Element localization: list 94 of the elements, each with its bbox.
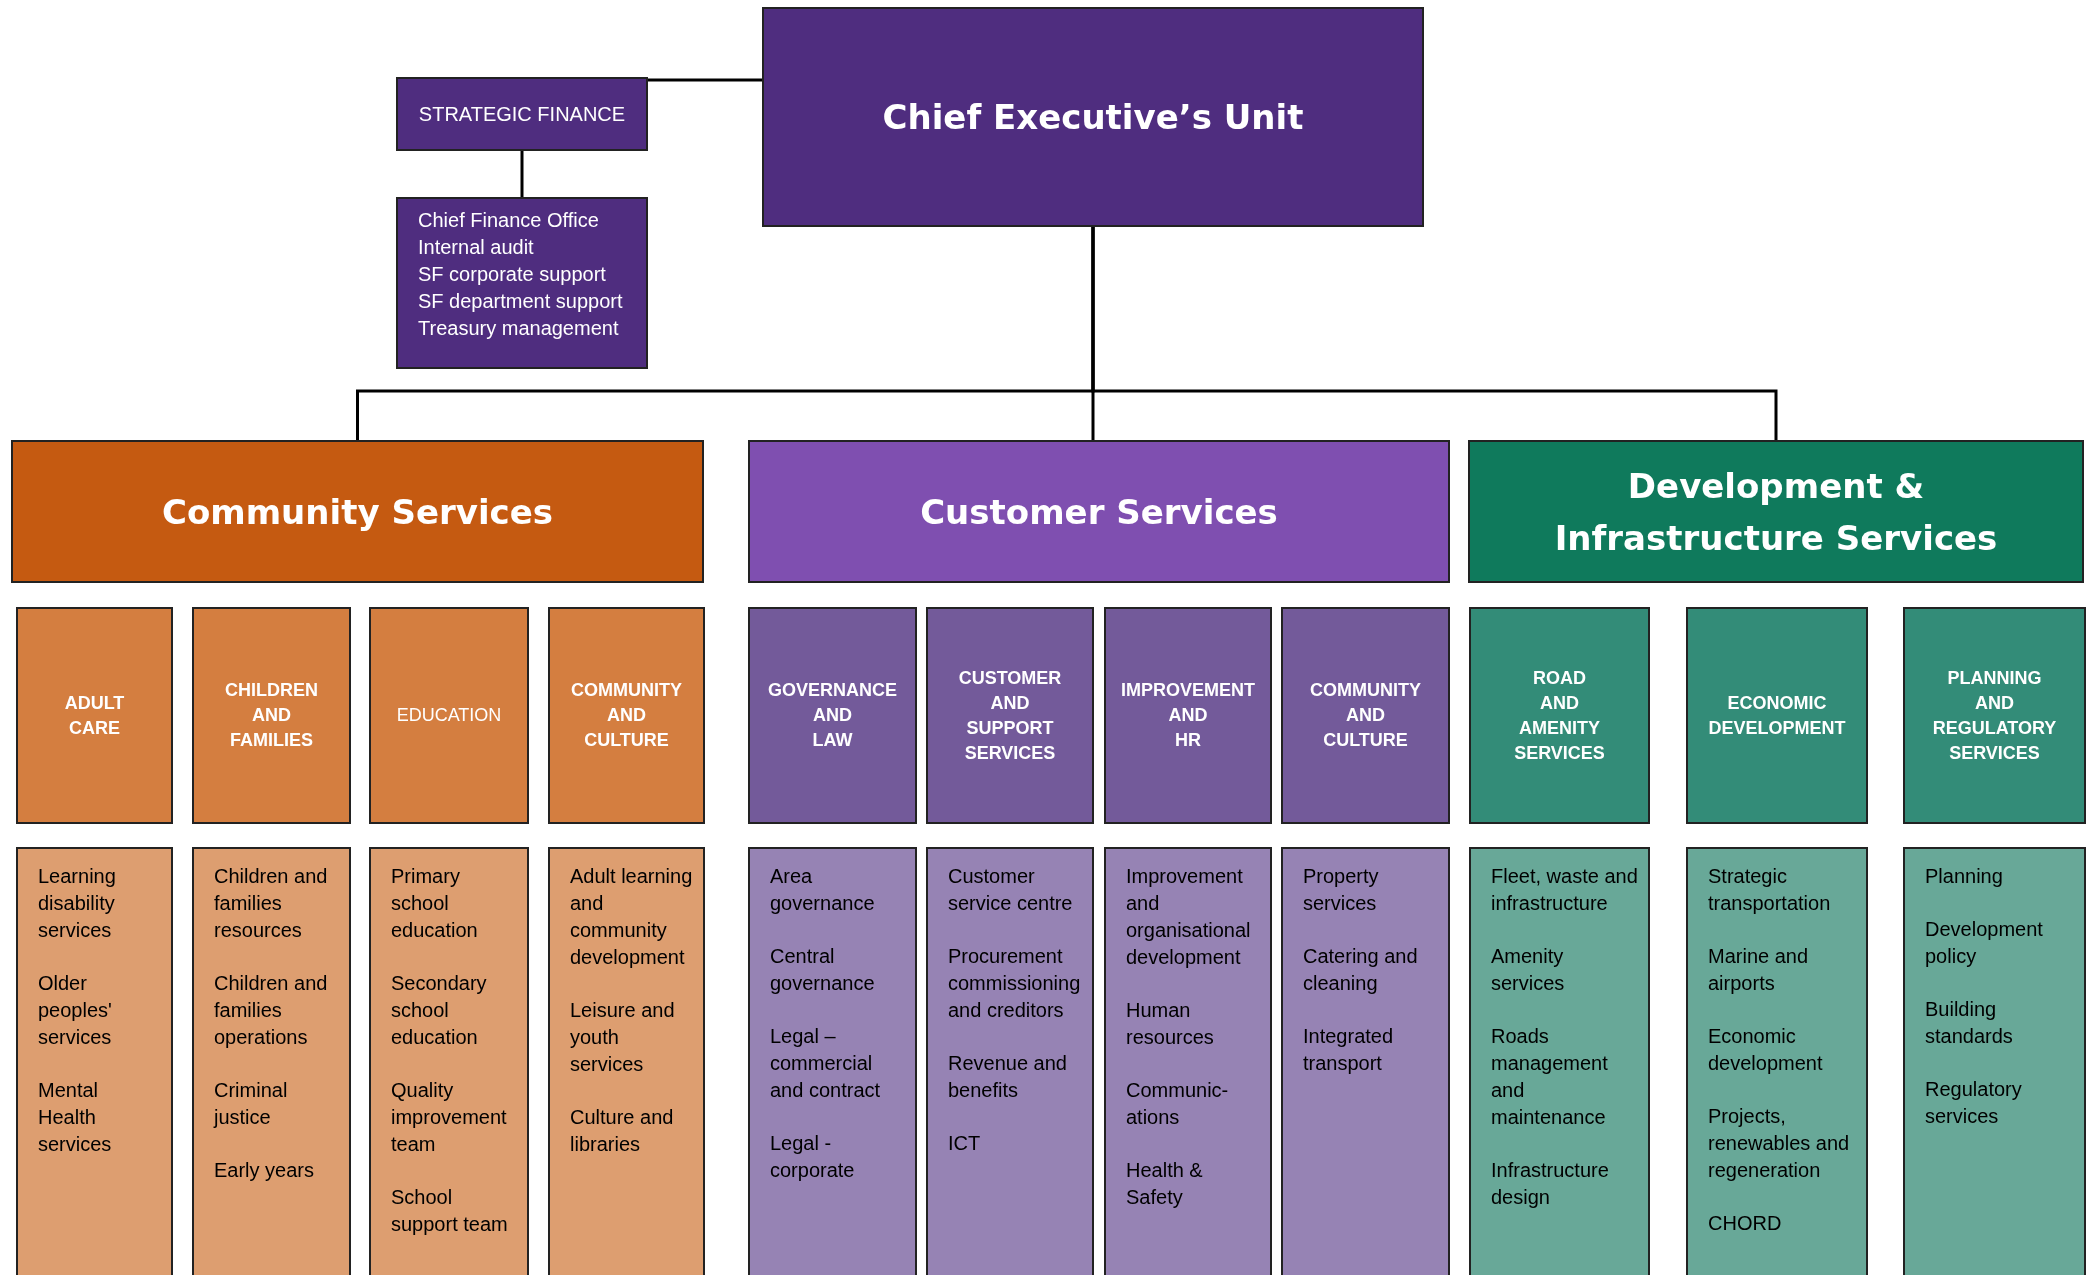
service-item: Property services — [1303, 864, 1380, 916]
service-item: Integrated transport — [1303, 1024, 1395, 1076]
service-area-box — [192, 607, 351, 824]
service-item: Marine and airports — [1708, 944, 1810, 996]
service-item: Adult learning and community development — [570, 864, 693, 970]
service-item: Roads management and maintenance — [1491, 1024, 1609, 1130]
department-box — [748, 440, 1450, 583]
service-item: CHORD — [1708, 1211, 1783, 1236]
service-item: Quality improvement team — [391, 1078, 508, 1157]
service-item: School support team — [391, 1185, 509, 1237]
service-item: Communic-ations — [1126, 1078, 1230, 1130]
service-item: Catering and cleaning — [1303, 944, 1419, 996]
service-area-box — [1104, 607, 1272, 824]
department-box — [1468, 440, 2084, 583]
function-item: Internal audit — [418, 235, 535, 260]
service-area-box — [548, 607, 705, 824]
service-area-box — [926, 607, 1094, 824]
service-item: Central governance — [770, 944, 876, 996]
service-item: Economic development — [1708, 1024, 1824, 1076]
service-item: Health & Safety — [1126, 1158, 1204, 1210]
department-title: Development & Infrastructure Services — [1553, 464, 1999, 560]
service-area-box — [1281, 607, 1450, 824]
service-list-box — [1469, 847, 1650, 1275]
service-item: Regulatory services — [1925, 1077, 2023, 1129]
service-area-title: IMPROVEMENT AND HR — [1120, 679, 1256, 752]
unit-box — [762, 7, 1424, 227]
service-list-box — [16, 847, 173, 1275]
service-area-title: ADULT CARE — [63, 691, 126, 740]
service-item: Legal - corporate — [770, 1131, 856, 1183]
connector-line — [648, 78, 762, 82]
service-list-box — [1104, 847, 1272, 1275]
service-list-box — [192, 847, 351, 1275]
service-area-title: CHILDREN AND FAMILIES — [224, 679, 319, 752]
service-item: Strategic transportation — [1708, 864, 1832, 916]
unit-title: Chief Executive’s Unit — [881, 96, 1305, 139]
service-item: Procurement commissioning and creditors — [948, 944, 1082, 1023]
service-area-title: EDUCATION — [395, 704, 503, 727]
service-list-box — [369, 847, 529, 1275]
department-title: Community Services — [160, 490, 555, 534]
service-area-title: ROAD AND AMENITY SERVICES — [1513, 666, 1606, 765]
service-list-box — [926, 847, 1094, 1275]
service-item: Infrastructure design — [1491, 1158, 1610, 1210]
service-list-box — [1686, 847, 1868, 1275]
service-item: Mental Health services — [38, 1078, 113, 1157]
service-item: Projects, renewables and regeneration — [1708, 1104, 1851, 1183]
service-item: Children and families operations — [214, 971, 329, 1050]
unit-box — [396, 77, 648, 151]
department-title: Customer Services — [919, 490, 1279, 534]
service-item: Fleet, waste and infrastructure — [1491, 864, 1638, 916]
service-item: Children and families resources — [214, 864, 329, 943]
service-area-title: GOVERNANCE AND LAW — [767, 679, 898, 752]
department-box — [11, 440, 704, 583]
service-list-box — [548, 847, 705, 1275]
function-item: SF corporate support — [418, 262, 607, 287]
service-area-box — [369, 607, 529, 824]
service-list-box — [748, 847, 917, 1275]
service-area-box — [1469, 607, 1650, 824]
service-item: Leisure and youth services — [570, 998, 676, 1077]
service-item: ICT — [948, 1131, 982, 1156]
service-area-box — [1686, 607, 1868, 824]
service-item: Older peoples' services — [38, 971, 113, 1050]
service-area-box — [1903, 607, 2086, 824]
service-item: Building standards — [1925, 997, 2014, 1049]
service-item: Culture and libraries — [570, 1105, 675, 1157]
service-item: Learning disability services — [38, 864, 117, 943]
connector-line — [520, 151, 524, 197]
function-list-box — [396, 197, 648, 369]
service-item: Improvement and organisational development — [1126, 864, 1252, 970]
service-area-title: PLANNING AND REGULATORY SERVICES — [1931, 666, 2058, 765]
service-item: Early years — [214, 1158, 316, 1183]
service-item: Legal – commercial and contract — [770, 1024, 882, 1103]
service-item: Secondary school education — [391, 971, 488, 1050]
service-list-box — [1903, 847, 2086, 1275]
service-item: Development policy — [1925, 917, 2044, 969]
service-item: Human resources — [1126, 998, 1215, 1050]
function-item: SF department support — [418, 289, 624, 314]
service-list-box — [1281, 847, 1450, 1275]
connector-line — [1091, 227, 1778, 440]
service-area-title: COMMUNITY AND CULTURE — [1309, 679, 1422, 752]
service-area-box — [748, 607, 917, 824]
function-item: Treasury management — [418, 316, 620, 341]
service-area-title: ECONOMIC DEVELOPMENT — [1707, 691, 1847, 740]
service-item: Customer service centre — [948, 864, 1074, 916]
service-item: Criminal justice — [214, 1078, 289, 1130]
service-item: Amenity services — [1491, 944, 1566, 996]
unit-title: STRATEGIC FINANCE — [418, 102, 626, 126]
service-item: Planning — [1925, 864, 2004, 889]
service-item: Revenue and benefits — [948, 1051, 1068, 1103]
service-item: Primary school education — [391, 864, 479, 943]
service-item: Area governance — [770, 864, 876, 916]
function-item: Chief Finance Office — [418, 208, 600, 233]
service-area-title: CUSTOMER AND SUPPORT SERVICES — [957, 666, 1063, 765]
service-area-box — [16, 607, 173, 824]
service-area-title: COMMUNITY AND CULTURE — [570, 679, 683, 752]
